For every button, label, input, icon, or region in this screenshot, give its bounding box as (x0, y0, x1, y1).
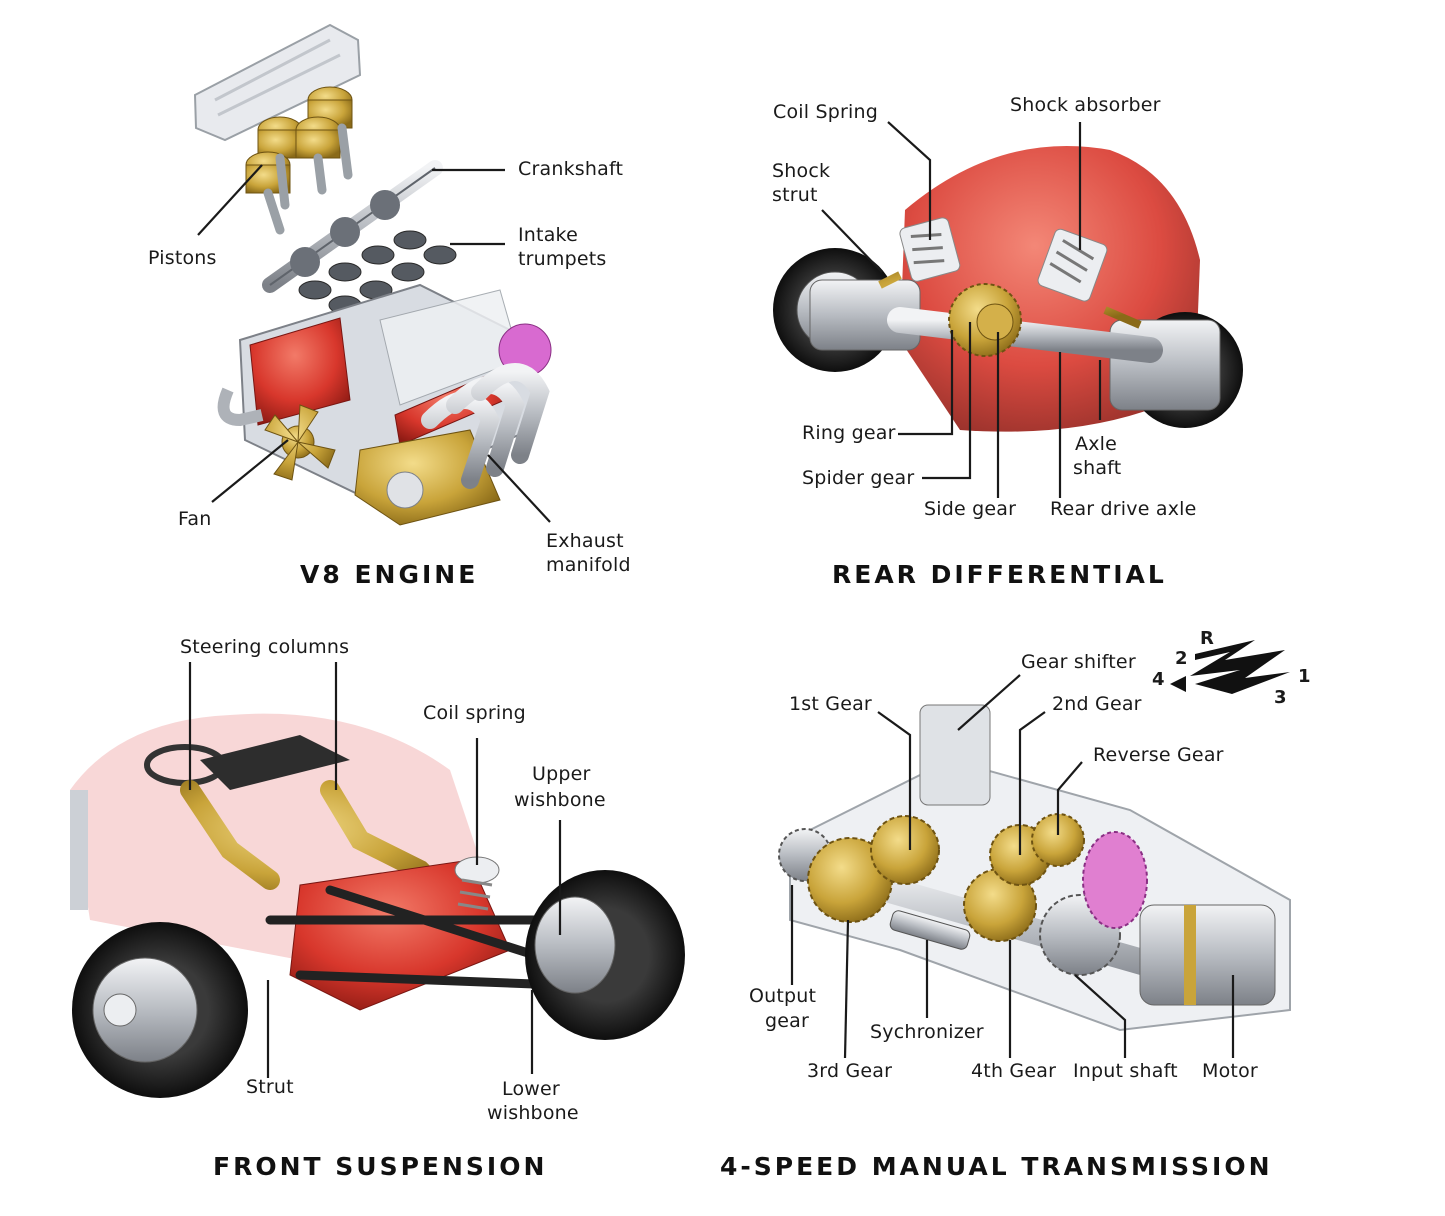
label-third-gear: 3rd Gear (807, 1060, 893, 1082)
shift-pattern-3: 3 (1274, 687, 1287, 708)
label-upper-wishbone-line1: Upper (532, 763, 591, 785)
label-pistons: Pistons (148, 247, 217, 269)
motor-shape (1139, 904, 1276, 1006)
label-reverse-gear: Reverse Gear (1093, 744, 1224, 766)
label-output-gear-line1: Output (749, 985, 817, 1007)
title-rear-differential: REAR DIFFERENTIAL (832, 560, 1167, 589)
label-crankshaft: Crankshaft (518, 158, 624, 180)
crankshaft-shape (262, 160, 443, 293)
exhaust-manifold-shape (421, 363, 550, 489)
fan-shape (264, 404, 336, 481)
label-motor: Motor (1202, 1060, 1258, 1082)
label-axle-shaft-line2: shaft (1073, 457, 1122, 479)
gear-shifter-shape (919, 704, 991, 806)
label-second-gear: 2nd Gear (1052, 693, 1142, 715)
label-upper-wishbone-line2: wishbone (514, 789, 606, 811)
label-output-gear-line2: gear (765, 1010, 810, 1032)
label-coil-spring-rear: Coil Spring (773, 101, 879, 123)
label-coil-spring-front: Coil spring (423, 702, 526, 724)
pistons-shape (245, 86, 353, 235)
label-side-gear: Side gear (924, 498, 1017, 520)
label-ring-gear: Ring gear (802, 422, 896, 444)
shift-pattern-reverse: R (1200, 628, 1215, 649)
label-first-gear: 1st Gear (789, 693, 872, 715)
title-front-suspension: FRONT SUSPENSION (213, 1152, 548, 1181)
title-v8-engine: V8 ENGINE (300, 560, 479, 589)
label-fan: Fan (178, 508, 212, 530)
label-intake-line1: Intake (518, 224, 578, 246)
label-shock-strut-line2: strut (772, 184, 818, 206)
leader-lines (188, 121, 1235, 1078)
label-lower-wishbone-line1: Lower (502, 1078, 560, 1100)
shift-pattern-icon (1170, 640, 1290, 694)
title-transmission: 4-SPEED MANUAL TRANSMISSION (720, 1152, 1273, 1181)
first-gear-shape (870, 815, 940, 885)
valve-cover-shape (193, 23, 362, 142)
label-strut: Strut (246, 1076, 294, 1098)
label-gear-shifter: Gear shifter (1021, 651, 1136, 673)
shock-absorber-shape (878, 217, 1142, 329)
label-fourth-gear: 4th Gear (971, 1060, 1057, 1082)
label-shock-absorber: Shock absorber (1010, 94, 1161, 116)
label-intake-line2: trumpets (518, 248, 607, 270)
coil-spring-shape (454, 856, 500, 911)
label-steering-columns: Steering columns (180, 636, 350, 658)
label-exhaust-line2: manifold (546, 554, 631, 576)
label-shock-strut-line1: Shock (772, 160, 831, 182)
engine-block-shape (217, 283, 552, 526)
label-input-shaft: Input shaft (1073, 1060, 1178, 1082)
pink-gear-shape (1082, 831, 1148, 929)
shift-pattern-2: 2 (1175, 648, 1188, 669)
label-exhaust-line1: Exhaust (546, 530, 624, 552)
shift-pattern-4: 4 (1152, 669, 1165, 690)
axle-shaft-shape (887, 307, 1163, 363)
rear-differential-illustration (773, 146, 1243, 432)
label-rear-drive-axle: Rear drive axle (1050, 498, 1197, 520)
label-lower-wishbone-line2: wishbone (487, 1102, 579, 1124)
sychronizer-shape (889, 910, 971, 950)
shift-pattern-1: 1 (1298, 666, 1311, 687)
front-suspension-illustration (70, 713, 685, 1098)
label-axle-shaft-line1: Axle (1075, 433, 1118, 455)
label-sychronizer: Sychronizer (870, 1021, 984, 1043)
label-spider-gear: Spider gear (802, 467, 915, 489)
v8-engine-illustration (193, 23, 552, 526)
